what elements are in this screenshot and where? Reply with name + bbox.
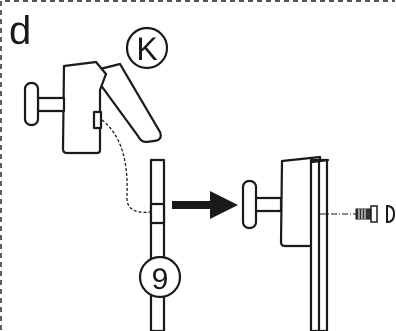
- step-number-text: 9: [152, 263, 169, 296]
- clamp-k-mounted: [241, 155, 330, 331]
- screw-icon: [355, 205, 378, 223]
- part-label-text: K: [136, 31, 157, 67]
- end-cap-icon: [386, 204, 396, 224]
- direction-arrow-icon: [172, 191, 238, 219]
- panel-letter: d: [9, 9, 31, 53]
- part-label-badge: K: [125, 26, 169, 70]
- movement-path: [101, 119, 151, 214]
- upright-bar: [149, 158, 166, 331]
- clamp-k-left: [23, 60, 162, 155]
- step-badge: 9: [138, 255, 182, 299]
